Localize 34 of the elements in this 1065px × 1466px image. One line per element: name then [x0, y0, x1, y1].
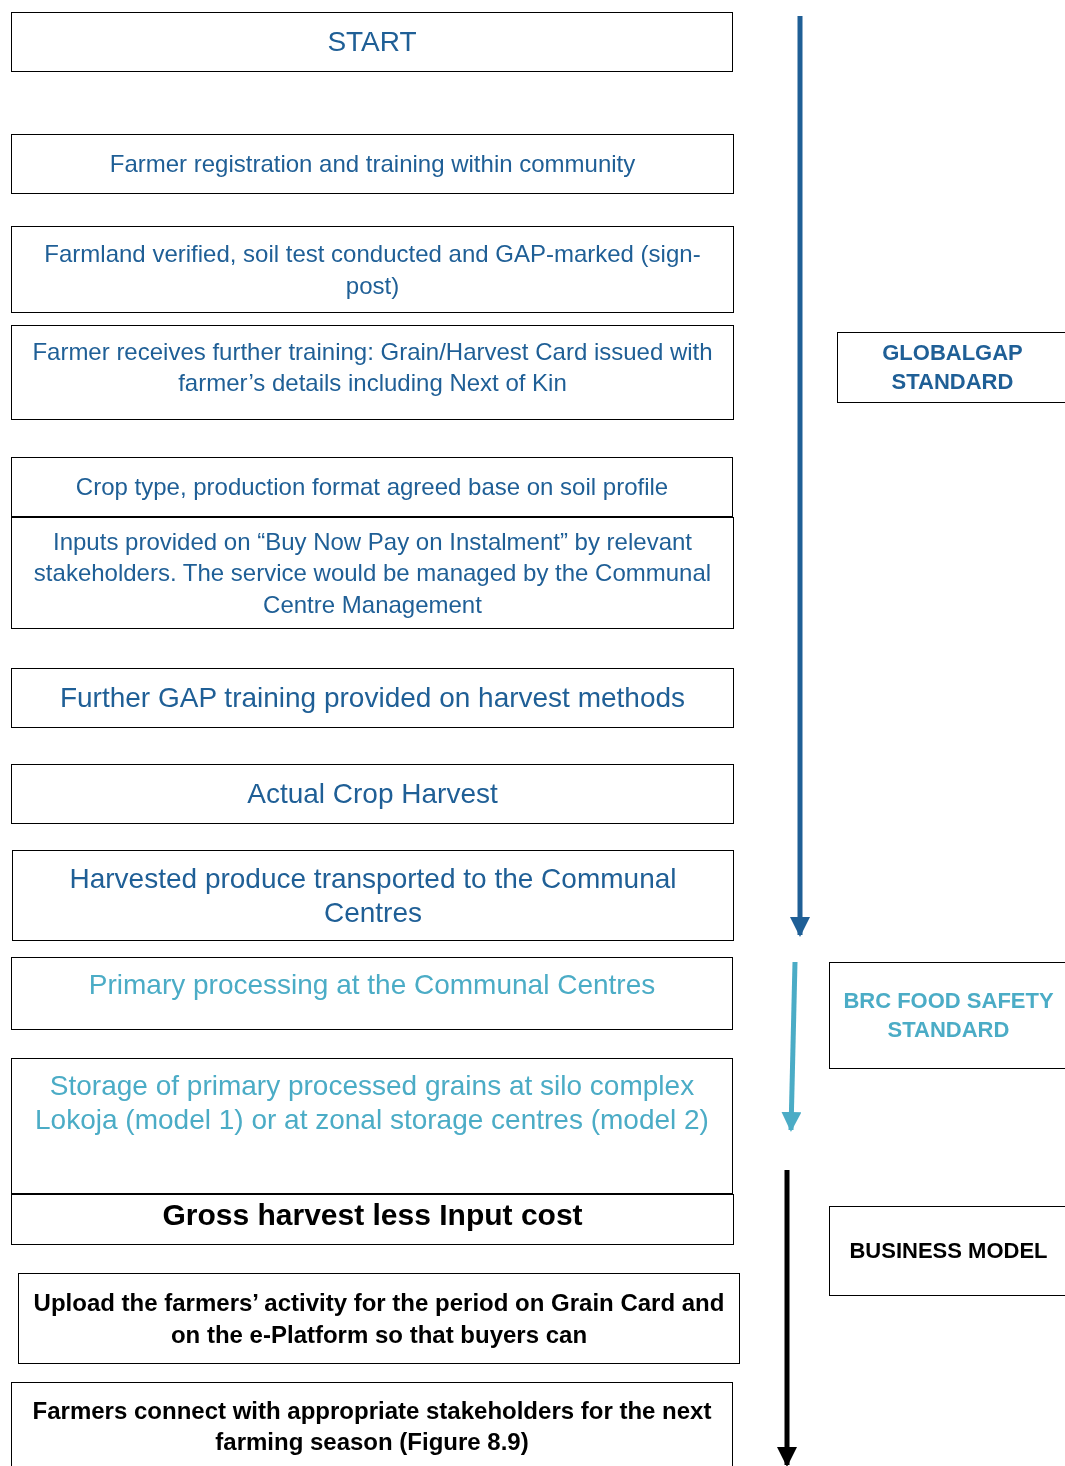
step-text: Farmers connect with appropriate stakeholders for the next farming season (Figure 8.9) — [31, 1396, 713, 1458]
process-box — [11, 517, 734, 629]
step-text: Actual Crop Harvest — [246, 777, 499, 811]
step-text: GLOBALGAP STANDARD — [881, 338, 1024, 396]
process-box — [11, 12, 733, 72]
standard-box — [829, 1206, 1065, 1296]
process-box — [11, 1058, 733, 1194]
step-text: BUSINESS MODEL — [848, 1236, 1049, 1265]
step-text: Primary processing at the Communal Centres — [87, 968, 657, 1002]
process-box — [11, 1194, 734, 1245]
process-box — [11, 668, 734, 728]
process-box — [11, 134, 734, 194]
standard-box — [837, 332, 1065, 403]
step-text: Further GAP training provided on harvest methods — [58, 681, 687, 715]
standard-box — [829, 962, 1065, 1069]
process-box — [18, 1273, 740, 1364]
process-box — [11, 226, 734, 313]
process-box — [11, 764, 734, 824]
step-text: Farmer registration and training within community — [108, 149, 637, 180]
process-box — [12, 850, 734, 941]
step-text: Harvested produce transported to the Communal Centres — [68, 861, 678, 930]
step-text: BRC FOOD SAFETY STANDARD — [842, 986, 1055, 1044]
process-box — [11, 325, 734, 420]
step-text: Gross harvest less Input cost — [161, 1197, 584, 1233]
step-text: Crop type, production format agreed base on soil profile — [74, 472, 670, 503]
step-text: Upload the farmers’ activity for the period on Grain Card and on the e-Platform so that buyers can — [32, 1288, 726, 1350]
step-text: Inputs provided on “Buy Now Pay on Instalment” by relevant stakeholders. The service would be managed by the Communal Centre Management — [32, 527, 713, 620]
step-text: Farmland verified, soil test conducted and GAP-marked (sign-post) — [43, 239, 702, 301]
process-box — [11, 957, 733, 1030]
step-text: Storage of primary processed grains at silo complex Lokoja (model 1) or at zonal storage centres (model 2) — [34, 1069, 710, 1137]
process-box — [11, 1382, 733, 1466]
process-box — [11, 457, 733, 517]
step-text: START — [326, 25, 418, 59]
step-text: Farmer receives further training: Grain/Harvest Card issued with farmer’s details including Next of Kin — [31, 337, 714, 399]
